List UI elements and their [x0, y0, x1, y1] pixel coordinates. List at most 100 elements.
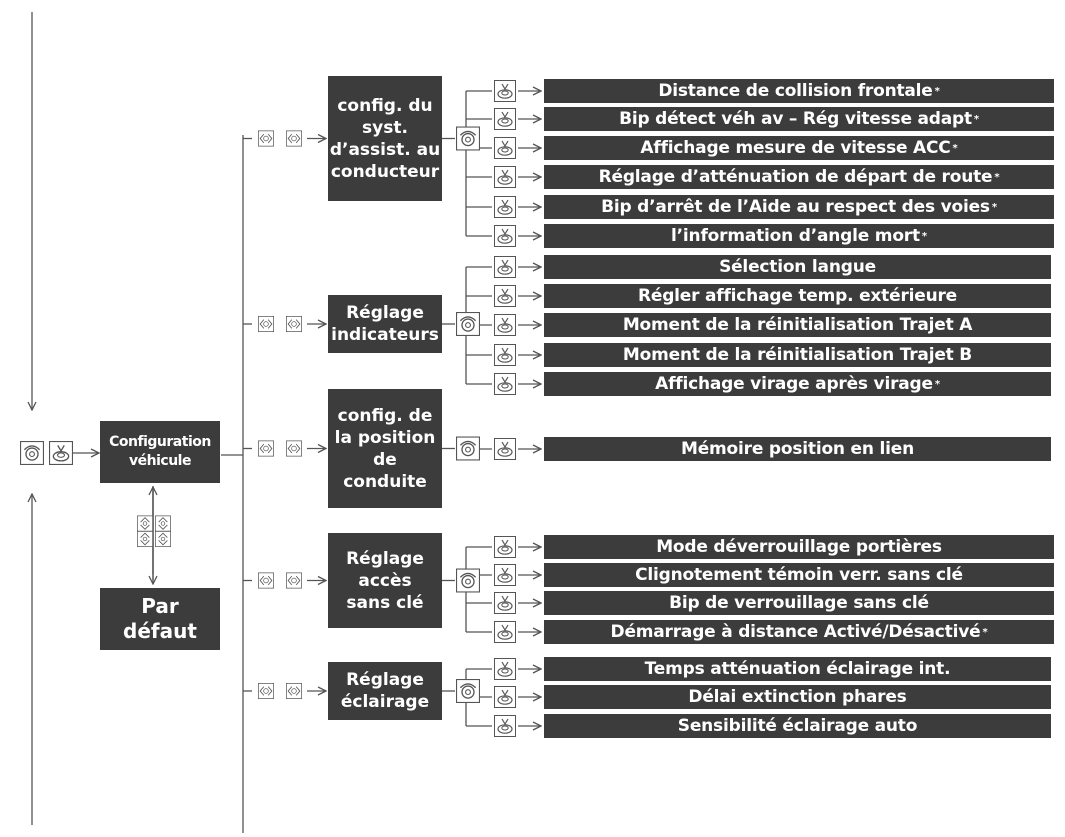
default-label: Par défaut: [123, 594, 197, 643]
category-label: Réglage indicateurs: [331, 303, 439, 345]
select-button-icon[interactable]: [493, 621, 517, 643]
footnote-mark: *: [934, 378, 940, 390]
category-box-1[interactable]: config. du syst. d’assist. au conducteur: [328, 76, 442, 201]
category-box-2[interactable]: Réglage indicateurs: [328, 295, 442, 353]
select-button-icon[interactable]: [493, 344, 517, 366]
select-button-icon[interactable]: [493, 256, 517, 278]
select-button-icon[interactable]: [493, 658, 517, 680]
menu-item-label: Moment de la réinitialisation Trajet B: [622, 345, 973, 365]
menu-item-label: Mode déverrouillage portières: [656, 537, 942, 557]
menu-item[interactable]: Bip d’arrêt de l’Aide au respect des voi…: [544, 195, 1054, 219]
vehicle-configuration-label: Configuration véhicule: [109, 434, 211, 469]
dial-button-icon[interactable]: [456, 312, 480, 336]
dial-button-icon[interactable]: [456, 679, 480, 703]
menu-item-label: Régler affichage temp. extérieure: [637, 286, 958, 306]
menu-item-label: Bip de verrouillage sans clé: [669, 593, 929, 613]
menu-item-label: l’information d’angle mort: [671, 226, 920, 246]
scroll-arrows-icon[interactable]: [257, 316, 275, 332]
category-box-5[interactable]: Réglage éclairage: [328, 662, 442, 720]
category-box-3[interactable]: config. de la position de conduite: [328, 389, 442, 508]
scroll-arrows-icon[interactable]: [285, 572, 303, 589]
menu-item-label: Réglage d’atténuation de départ de route: [598, 167, 993, 187]
category-box-4[interactable]: Réglage accès sans clé: [328, 533, 442, 628]
footnote-mark: *: [991, 201, 997, 213]
menu-item[interactable]: Délai extinction phares: [544, 685, 1051, 709]
footnote-mark: *: [921, 230, 927, 242]
category-label: Réglage accès sans clé: [346, 548, 424, 613]
select-button-icon[interactable]: [493, 108, 517, 130]
menu-item-label: Clignotement témoin verr. sans clé: [635, 565, 963, 585]
menu-item[interactable]: l’information d’angle mort*: [544, 224, 1054, 248]
category-label: config. de la position de conduite: [334, 405, 436, 492]
scroll-arrows-icon[interactable]: [257, 683, 275, 699]
menu-item[interactable]: Sélection langue: [544, 255, 1051, 279]
up-down-button-icon[interactable]: [137, 515, 153, 532]
dial-button-icon[interactable]: [456, 126, 480, 151]
connector-lines: [32, 12, 541, 833]
menu-item[interactable]: Mode déverrouillage portières: [544, 535, 1054, 559]
menu-item[interactable]: Distance de collision frontale*: [544, 79, 1054, 103]
footnote-mark: *: [934, 85, 940, 97]
menu-item-label: Démarrage à distance Activé/Désactivé: [610, 622, 981, 642]
footnote-mark: *: [994, 171, 1000, 183]
dial-button-icon[interactable]: [456, 436, 480, 461]
select-button-icon[interactable]: [493, 438, 517, 460]
category-label: Réglage éclairage: [340, 670, 430, 712]
menu-item[interactable]: Régler affichage temp. extérieure: [544, 284, 1051, 308]
select-button-icon[interactable]: [493, 715, 517, 737]
up-down-button-icon[interactable]: [155, 531, 171, 547]
up-down-button-icon[interactable]: [137, 531, 153, 547]
select-button-icon[interactable]: [493, 536, 517, 558]
dial-button-icon[interactable]: [20, 441, 44, 465]
select-button-icon[interactable]: [493, 592, 517, 614]
scroll-arrows-icon[interactable]: [257, 440, 275, 457]
menu-item[interactable]: Clignotement témoin verr. sans clé: [544, 563, 1054, 587]
menu-item-label: Délai extinction phares: [688, 687, 907, 707]
menu-item-label: Affichage mesure de vitesse ACC: [640, 138, 951, 158]
select-button-icon[interactable]: [493, 564, 517, 586]
menu-item[interactable]: Réglage d’atténuation de départ de route…: [544, 165, 1054, 189]
scroll-arrows-icon[interactable]: [257, 572, 275, 589]
menu-item-label: Affichage virage après virage: [655, 374, 933, 394]
menu-item-label: Moment de la réinitialisation Trajet A: [622, 315, 973, 335]
scroll-arrows-icon[interactable]: [285, 130, 303, 147]
menu-item[interactable]: Affichage virage après virage*: [544, 372, 1051, 396]
vehicle-configuration-box[interactable]: Configuration véhicule: [100, 421, 220, 483]
footnote-mark: *: [973, 113, 979, 125]
menu-item[interactable]: Mémoire position en lien: [544, 437, 1051, 461]
scroll-arrows-icon[interactable]: [257, 130, 275, 147]
select-button-icon[interactable]: [493, 196, 517, 218]
select-button-icon[interactable]: [493, 166, 517, 188]
select-button-icon[interactable]: [493, 285, 517, 307]
select-button-icon[interactable]: [49, 441, 73, 465]
menu-item[interactable]: Moment de la réinitialisation Trajet A: [544, 313, 1051, 337]
menu-item[interactable]: Temps atténuation éclairage int.: [544, 657, 1051, 681]
menu-item-label: Sensibilité éclairage auto: [677, 716, 918, 736]
select-button-icon[interactable]: [493, 314, 517, 336]
select-button-icon[interactable]: [493, 373, 517, 395]
select-button-icon[interactable]: [493, 80, 517, 102]
menu-item[interactable]: Bip détect véh av – Rég vitesse adapt*: [544, 107, 1054, 131]
scroll-arrows-icon[interactable]: [285, 440, 303, 457]
select-button-icon[interactable]: [493, 137, 517, 159]
default-box[interactable]: Par défaut: [100, 588, 220, 650]
menu-item-label: Bip d’arrêt de l’Aide au respect des voi…: [601, 197, 990, 217]
up-down-button-icon[interactable]: [155, 515, 171, 532]
scroll-arrows-icon[interactable]: [285, 316, 303, 332]
footnote-mark: *: [952, 142, 958, 154]
dial-button-icon[interactable]: [456, 568, 480, 593]
menu-item-label: Temps atténuation éclairage int.: [644, 659, 951, 679]
menu-item[interactable]: Bip de verrouillage sans clé: [544, 591, 1054, 615]
menu-item-label: Distance de collision frontale: [658, 81, 933, 101]
menu-item[interactable]: Sensibilité éclairage auto: [544, 714, 1051, 738]
menu-item[interactable]: Moment de la réinitialisation Trajet B: [544, 343, 1051, 367]
menu-item-label: Bip détect véh av – Rég vitesse adapt: [619, 109, 972, 129]
menu-item-label: Mémoire position en lien: [681, 439, 914, 459]
menu-item[interactable]: Affichage mesure de vitesse ACC*: [544, 136, 1054, 160]
select-button-icon[interactable]: [493, 686, 517, 708]
scroll-arrows-icon[interactable]: [285, 683, 303, 699]
menu-item[interactable]: Démarrage à distance Activé/Désactivé*: [544, 620, 1054, 644]
select-button-icon[interactable]: [493, 225, 517, 247]
menu-item-label: Sélection langue: [719, 257, 876, 277]
